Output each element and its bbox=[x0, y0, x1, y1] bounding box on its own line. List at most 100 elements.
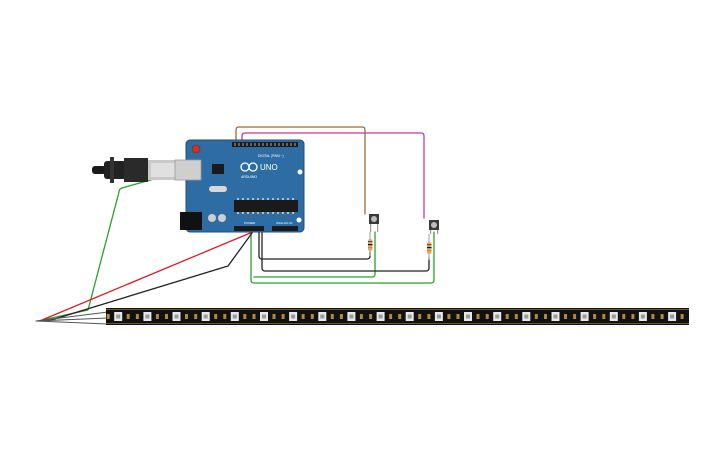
wire-red-power[interactable] bbox=[41, 230, 256, 321]
strip-solder-pad bbox=[602, 314, 606, 319]
strip-solder-pad bbox=[359, 314, 363, 319]
strip-led-core bbox=[466, 314, 470, 319]
digital-header[interactable] bbox=[232, 142, 298, 147]
strip-solder-pad bbox=[680, 314, 684, 319]
strip-solder-pad bbox=[281, 314, 285, 319]
strip-led-core bbox=[291, 314, 296, 319]
usb-plug-tip bbox=[92, 166, 106, 174]
usb-cable[interactable] bbox=[92, 157, 178, 183]
strip-solder-pad bbox=[301, 314, 305, 319]
wire-green-btn1[interactable] bbox=[253, 231, 376, 278]
strip-solder-pad bbox=[106, 314, 110, 319]
strip-led-core bbox=[145, 314, 150, 319]
strip-solder-pad bbox=[651, 314, 655, 319]
strip-solder-pad bbox=[573, 314, 577, 319]
strip-solder-pad bbox=[505, 314, 509, 319]
strip-solder-pad bbox=[272, 314, 276, 319]
arduino-logo bbox=[240, 162, 258, 172]
wire-black-r2[interactable] bbox=[261, 230, 430, 272]
strip-led-core bbox=[378, 314, 383, 319]
strip-led-core bbox=[495, 314, 500, 319]
reset-button[interactable] bbox=[191, 144, 201, 154]
wire-strip-bus[interactable] bbox=[35, 311, 109, 325]
wire-brown[interactable] bbox=[235, 126, 366, 215]
strip-solder-pad bbox=[223, 314, 227, 319]
strip-led-core bbox=[349, 314, 354, 319]
push-button-2[interactable] bbox=[429, 220, 439, 234]
strip-solder-pad bbox=[310, 314, 314, 319]
strip-solder-pad bbox=[593, 314, 597, 319]
wire-magenta[interactable] bbox=[241, 132, 425, 219]
strip-solder-pad bbox=[135, 314, 139, 319]
strip-leds bbox=[106, 312, 684, 321]
strip-solder-pad bbox=[631, 314, 635, 319]
strip-solder-pad bbox=[330, 314, 334, 319]
resistor-2[interactable] bbox=[427, 234, 432, 260]
digital-label: DIGITAL (PWM ~) bbox=[258, 154, 284, 158]
digital-header-pins bbox=[234, 143, 296, 146]
strip-edge-top bbox=[106, 309, 689, 310]
atmega-pins bbox=[237, 198, 294, 214]
strip-solder-pad bbox=[185, 314, 188, 319]
strip-solder-pad bbox=[418, 314, 422, 319]
usb-connector bbox=[124, 158, 148, 182]
resistor-1[interactable] bbox=[368, 232, 373, 256]
arduino-board[interactable]: DIGITAL (PWM ~) UNO ARDUINO POWER ANALO bbox=[174, 139, 305, 233]
strip-solder-pad bbox=[252, 314, 256, 319]
strip-solder-pad bbox=[534, 314, 538, 319]
usb-ridge bbox=[110, 157, 114, 183]
mount-hole bbox=[296, 217, 302, 223]
wire-green-data[interactable] bbox=[37, 146, 269, 322]
usb-b-jack bbox=[174, 159, 202, 181]
strip-solder-pad bbox=[389, 314, 393, 319]
usb-plug-body bbox=[104, 161, 126, 179]
strip-solder-pad bbox=[369, 314, 373, 319]
wire-black-r1[interactable] bbox=[258, 230, 371, 260]
strip-led-core bbox=[232, 314, 237, 319]
strip-led-core bbox=[407, 314, 412, 319]
power-jack bbox=[180, 212, 202, 230]
uno-label: UNO bbox=[260, 163, 278, 172]
strip-led-core bbox=[524, 314, 529, 319]
strip-solder-pad bbox=[660, 314, 664, 319]
analog-header[interactable] bbox=[272, 226, 298, 231]
strip-led-core bbox=[203, 314, 208, 319]
strip-solder-pad bbox=[165, 314, 168, 319]
mount-hole bbox=[297, 169, 303, 175]
strip-solder-pad bbox=[155, 314, 159, 319]
strip-solder-pad bbox=[339, 314, 343, 319]
crystal bbox=[209, 186, 227, 192]
strip-led-core bbox=[640, 314, 645, 319]
strip-led-core bbox=[436, 314, 441, 319]
brand-label: ARDUINO bbox=[241, 175, 257, 179]
strip-solder-pad bbox=[214, 314, 218, 319]
strip-solder-pad bbox=[544, 314, 547, 319]
neopixel-strip[interactable] bbox=[106, 308, 689, 325]
strip-led-core bbox=[116, 314, 121, 319]
push-button-1[interactable] bbox=[369, 214, 379, 232]
strip-solder-pad bbox=[243, 314, 247, 319]
board-pcb bbox=[185, 139, 305, 233]
atmega-chip bbox=[234, 200, 298, 212]
strip-led-core bbox=[670, 314, 675, 319]
wires bbox=[35, 126, 435, 325]
usb-chip bbox=[212, 164, 224, 174]
strip-edge-bottom bbox=[106, 323, 689, 324]
strip-solder-pad bbox=[485, 314, 489, 319]
strip-solder-pad bbox=[564, 314, 567, 319]
strip-body bbox=[106, 308, 689, 325]
strip-solder-pad bbox=[622, 314, 626, 319]
strip-solder-pad bbox=[126, 314, 130, 319]
wire-black-gnd[interactable] bbox=[47, 232, 253, 322]
strip-solder-pad bbox=[427, 314, 431, 319]
strip-led-core bbox=[582, 314, 587, 319]
strip-led-core bbox=[262, 314, 266, 319]
strip-led-core bbox=[320, 314, 325, 319]
strip-led-core bbox=[611, 314, 616, 319]
analog-label: ANALOG IN bbox=[276, 221, 292, 225]
power-header[interactable] bbox=[234, 226, 264, 231]
strip-solder-pad bbox=[514, 314, 518, 319]
strip-solder-pad bbox=[398, 314, 402, 319]
wire-green-bottom[interactable] bbox=[250, 230, 435, 284]
capacitor-2 bbox=[218, 214, 226, 222]
